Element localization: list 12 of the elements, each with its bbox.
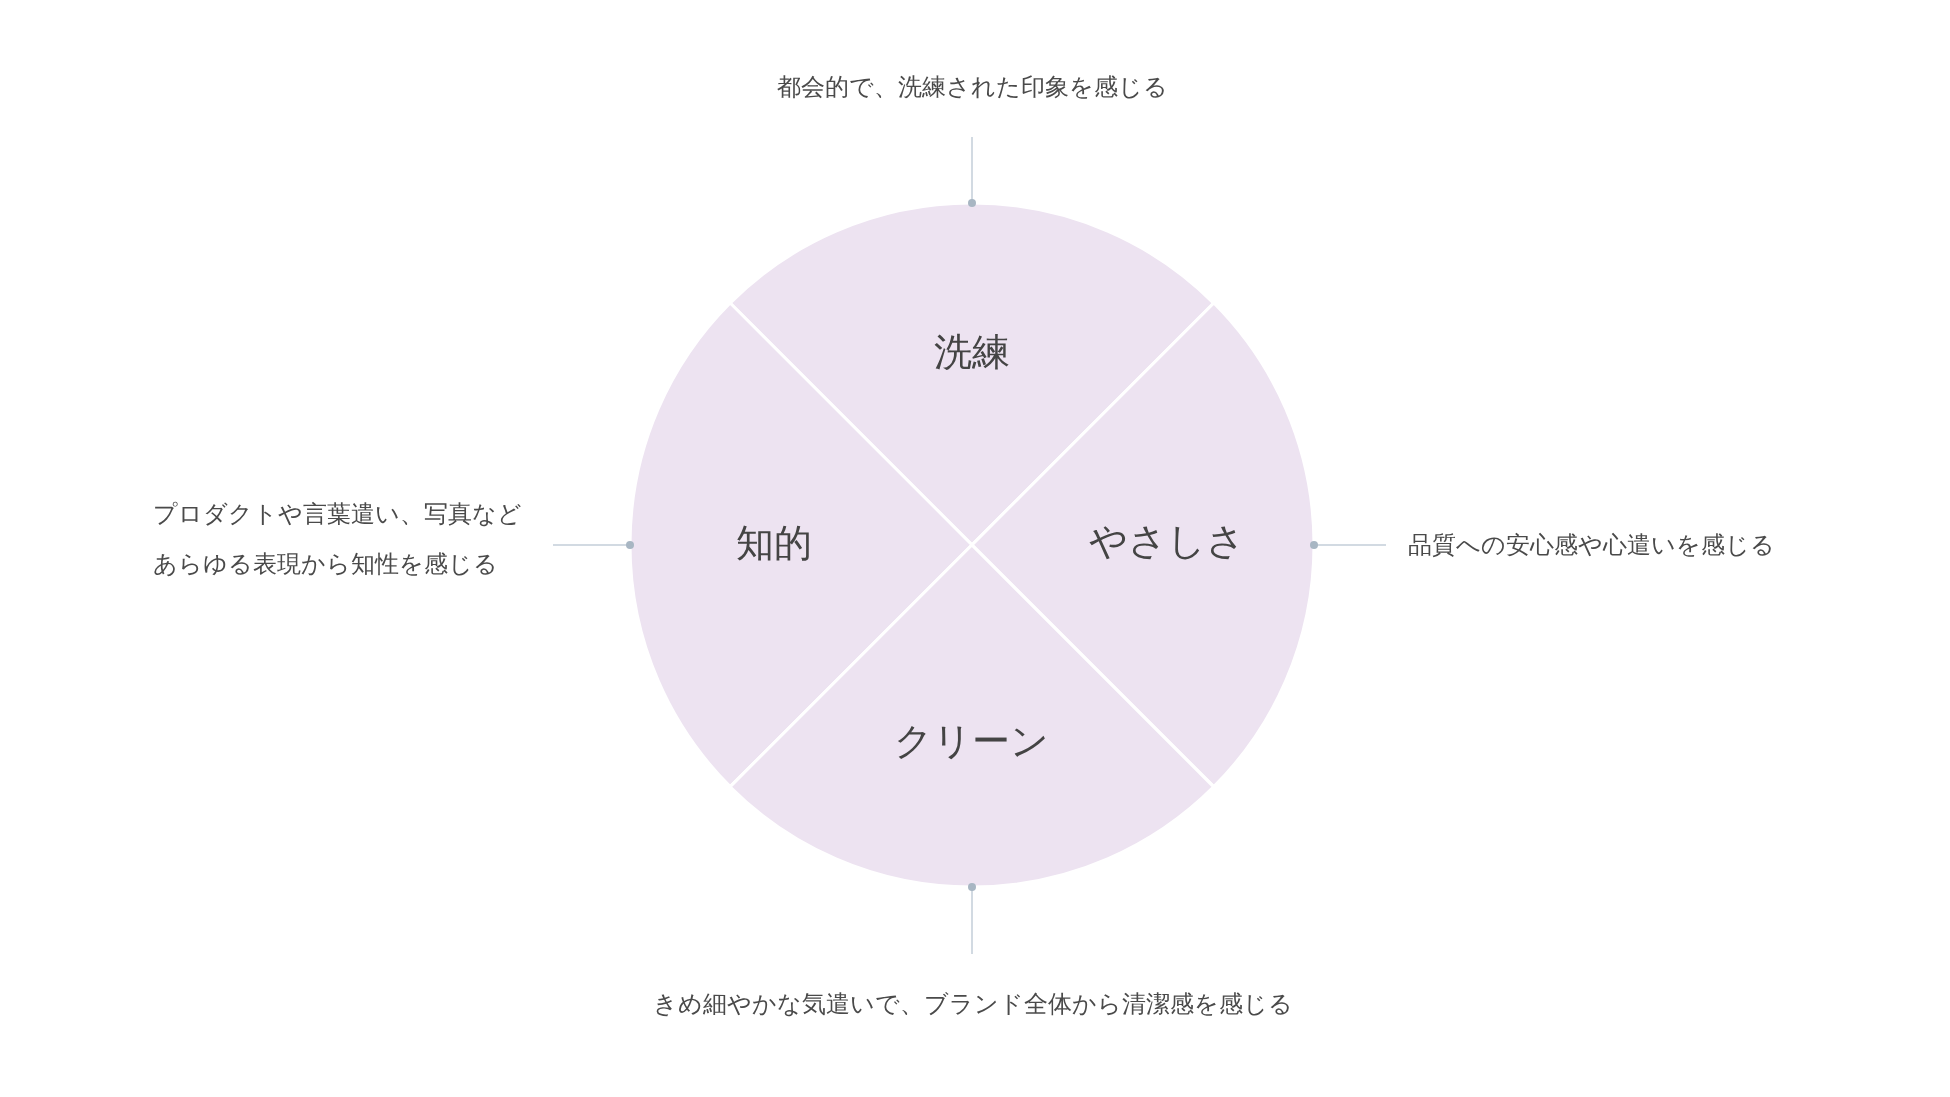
leader-line [552, 541, 634, 549]
segment-label: クリーン [894, 717, 1050, 765]
leader-line [968, 136, 976, 207]
segment-label: やさしさ [1089, 517, 1245, 565]
segment-label: 知的 [736, 519, 812, 567]
description-text: 都会的で、洗練された印象を感じる [660, 62, 1285, 112]
leader-line [968, 883, 976, 955]
description-text: 品質への安心感や心遣いを感じる [1408, 520, 1868, 570]
segment-label: 洗練 [934, 328, 1010, 376]
leader-line [1310, 541, 1387, 549]
description-text: きめ細やかな気遣いで、ブランド全体から清潔感を感じる [560, 979, 1385, 1029]
description-text: プロダクトや言葉遣い、写真などあらゆる表現から知性を感じる [153, 489, 525, 589]
